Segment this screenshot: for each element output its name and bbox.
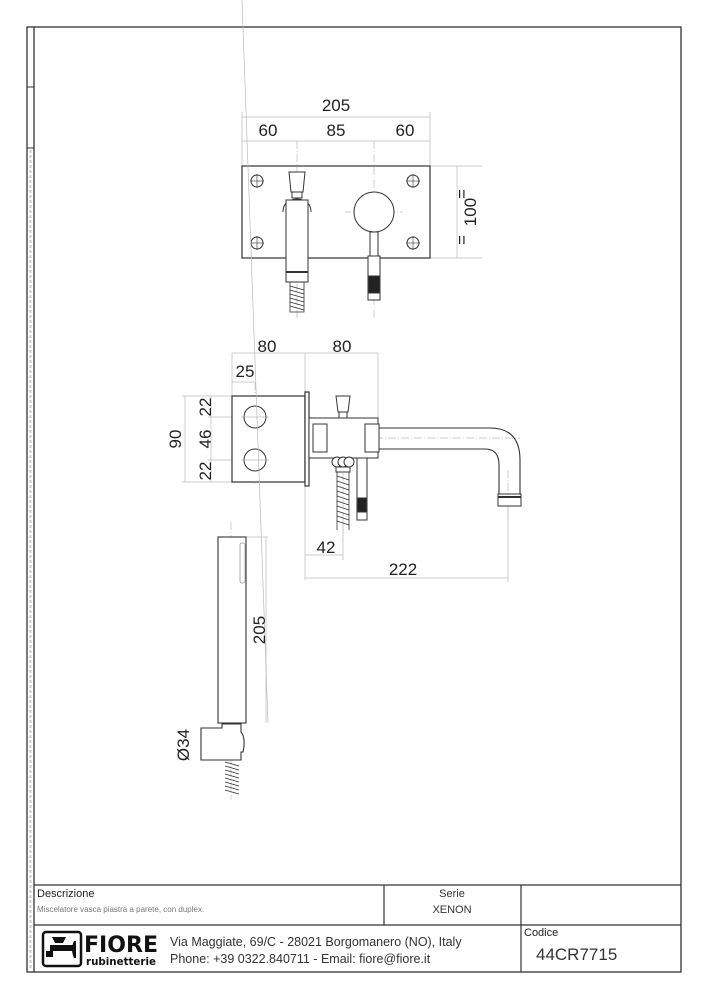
equal-mark-bottom: = [452,235,471,245]
hole-centerlines [241,416,269,461]
hand-shower-view: 205 Ø34 [174,0,269,800]
dim-shower-length: 205 [250,616,269,644]
side-view: 80 80 25 90 22 46 22 42 222 [166,337,522,582]
dim-height: 100 [461,198,480,226]
hose-spring-shower [224,761,240,795]
wall-plate [241,165,431,259]
code-value: 44CR7715 [536,945,617,964]
top-view: 205 60 85 60 = = 100 [241,96,482,320]
dim-middle-segment: 85 [327,121,346,140]
sheet-frame [26,26,682,973]
dim-vertical-middle: 46 [196,430,215,449]
address-line-2: Phone: +39 0322.840711 - Email: fiore@fi… [170,952,431,966]
dim-overall-height: 90 [166,430,185,449]
description-label: Descrizione [37,888,94,900]
spout [379,427,521,500]
hose-spring-top [289,285,305,311]
equal-mark-top: = [452,189,471,199]
mixer-body-side [308,395,380,521]
logo-subtitle: rubinetterie [86,955,156,968]
dim-overall-width: 205 [322,96,350,115]
title-block [34,884,681,972]
fiore-logo: FIORE rubinetterie [41,930,158,968]
address-line-1: Via Maggiate, 69/C - 28021 Borgomanero (… [170,935,462,949]
serie-label: Serie [439,888,465,900]
screw-holes [250,174,420,250]
description-text: Miscelatore vasca piastra a parete, con … [37,905,204,914]
dim-body-depth: 80 [333,337,352,356]
mixer-handle-top [353,191,395,301]
spout-outlet [497,493,522,507]
dim-vertical-bottom: 22 [196,462,215,481]
serie-value: XENON [432,904,471,916]
dim-right-segment: 60 [396,121,415,140]
dim-plate-depth: 80 [258,337,277,356]
code-label: Codice [524,927,558,939]
dim-hose-offset: 42 [317,538,336,557]
dim-shower-diameter: Ø34 [174,729,193,761]
dim-hole-offset: 25 [236,362,255,381]
hose-spring-side [336,472,350,530]
wall-box-side [231,391,310,487]
dim-spout-projection: 222 [389,560,417,579]
hand-shower [200,536,247,761]
dim-vertical-top: 22 [196,398,215,417]
logo-wordmark: FIORE [84,933,158,958]
dim-left-segment: 60 [259,121,278,140]
faucet-logo-icon [41,930,83,968]
